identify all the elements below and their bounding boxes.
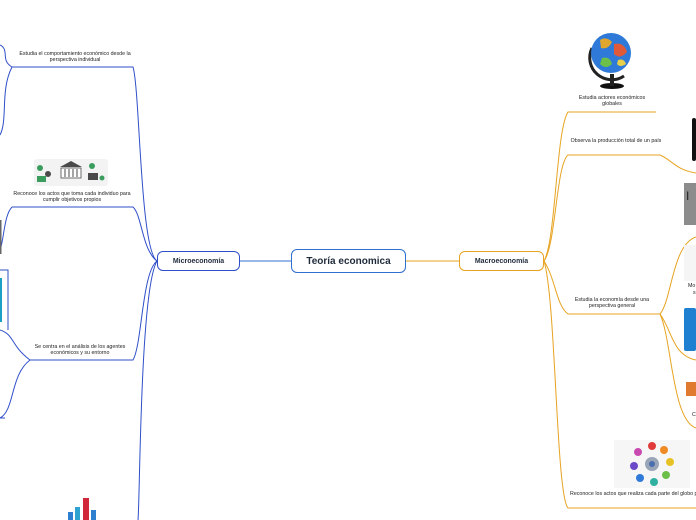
macro-branch-2: [544, 155, 660, 261]
bank-illustration: [34, 159, 108, 186]
micro-sub-3b: [0, 360, 30, 418]
people-circle-icon: [614, 440, 690, 488]
macro-partial-label-3: C: [692, 412, 696, 418]
micro-leaf-agentes[interactable]: Se centra en el análisis de los agentes …: [30, 344, 130, 357]
micro-sub-3a: [0, 330, 30, 360]
bar-chart-icon: [68, 498, 96, 520]
globe-icon: [590, 33, 631, 89]
macro-leaf-globo[interactable]: Reconoce los actos que realiza cada part…: [570, 491, 696, 497]
root-topic[interactable]: Teoría economica: [291, 249, 406, 273]
macro-image-orange: [686, 382, 696, 396]
micro-branch-4: [138, 261, 157, 520]
macro-leaf-produccion[interactable]: Observa la producción total de un país: [570, 138, 662, 144]
micro-branch-2: [12, 207, 157, 261]
macro-branch-1: [544, 112, 656, 261]
micro-leaf-actos[interactable]: Reconoce los actos que toma cada individ…: [12, 191, 132, 204]
macro-leaf-globales[interactable]: Estudia actores económicos globales: [570, 95, 654, 108]
macro-image-blue: [684, 308, 696, 351]
macro-sub-2a: [660, 155, 696, 173]
micro-sub-1b: [0, 67, 12, 135]
topic-macroeconomia[interactable]: Macroeconomía: [459, 251, 544, 271]
macro-partial-label-1: Mo: [688, 283, 696, 289]
topic-microeconomia[interactable]: Microeconomía: [157, 251, 240, 271]
macro-image-dark: [692, 118, 696, 161]
macro-image-gray-mark: I: [686, 189, 689, 203]
topic-macroeconomia-label: Macroeconomía: [475, 258, 528, 265]
micro-image-frame: [0, 220, 2, 254]
topic-microeconomia-label: Microeconomía: [173, 258, 224, 265]
micro-sub-1a: [0, 45, 12, 67]
micro-leaf-individual[interactable]: Estudia el comportamiento económico desd…: [18, 51, 132, 64]
macro-leaf-general[interactable]: Estudia la economía desde una perspectiv…: [570, 297, 654, 310]
micro-sub-2a: [0, 207, 12, 250]
macro-image-light: [684, 245, 696, 281]
micro-image-cyan: [0, 278, 2, 322]
root-topic-label: Teoría economica: [306, 256, 390, 267]
